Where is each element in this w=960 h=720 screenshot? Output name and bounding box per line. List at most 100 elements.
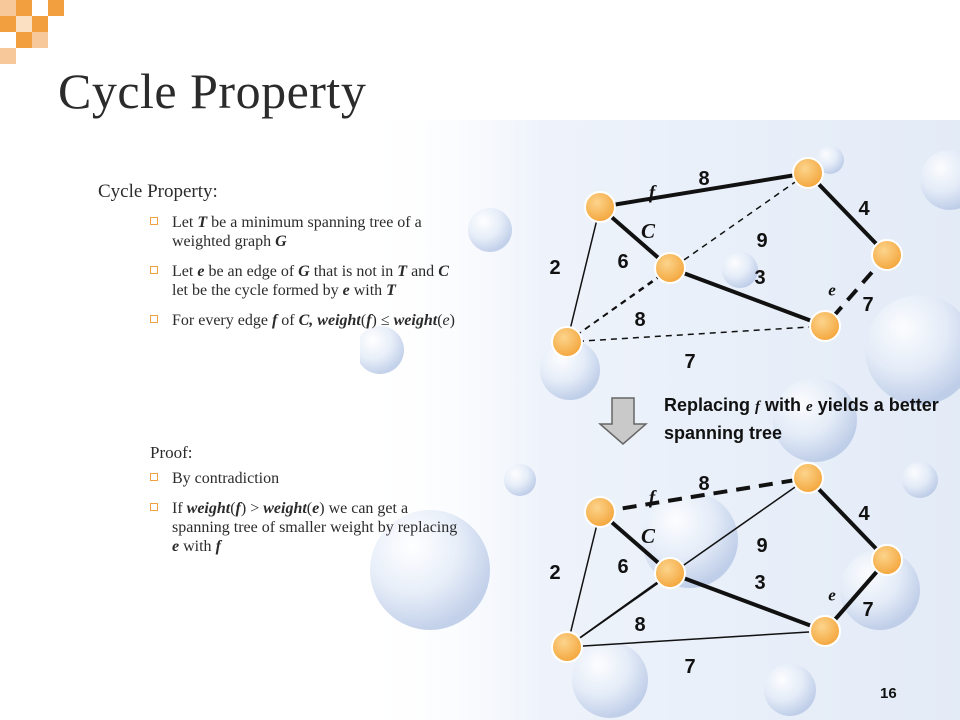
bullet-text-run: e xyxy=(342,282,350,299)
bullet-text-run: C, xyxy=(298,312,314,329)
graph-node xyxy=(792,462,824,494)
edge-label-f: f xyxy=(649,183,657,204)
bubble-background xyxy=(360,120,960,720)
bullet-square-icon xyxy=(150,266,158,274)
edge-label-f: f xyxy=(649,488,657,509)
bullet-text-run: G xyxy=(275,233,287,250)
decor-square xyxy=(0,0,16,16)
bullet-text-run: with xyxy=(179,538,216,555)
caption-part1: Replacing xyxy=(664,395,756,415)
bullet-text-run: G xyxy=(298,263,310,280)
bullet-text-run: e xyxy=(312,500,320,517)
bullet-square-icon xyxy=(150,315,158,323)
decor-square xyxy=(16,16,32,32)
proof-bullet: If weight(f) > weight(e) we can get a sp… xyxy=(150,499,460,556)
bullet-text-run: ( xyxy=(437,312,443,329)
bullet-text-run: ) we can get a spanning tree of smaller … xyxy=(172,500,458,536)
graph-edge xyxy=(566,206,601,343)
slide-title: Cycle Property xyxy=(58,63,367,119)
decor-square xyxy=(48,0,64,16)
edge-label-C: C xyxy=(641,219,656,243)
bullet-text-run: T xyxy=(386,282,396,299)
proof-bullet: By contradiction xyxy=(150,469,460,488)
bullet-text-run: e xyxy=(172,538,180,555)
bullet-text-run: be a minimum spanning tree of a weighted… xyxy=(172,214,422,250)
edge-weight-label: 7 xyxy=(684,351,695,373)
bullet-text-run: For every edge xyxy=(172,312,272,329)
caption-f: f xyxy=(755,399,761,415)
graph-node xyxy=(654,557,686,589)
caption-e: e xyxy=(806,399,813,415)
cycle-property-bullet: Let T be a minimum spanning tree of a we… xyxy=(150,213,455,251)
graph-node xyxy=(871,544,903,576)
graph-edge xyxy=(566,630,826,648)
decor-square xyxy=(32,32,48,48)
decor-square xyxy=(0,16,16,32)
bullet-text-run: e xyxy=(197,263,205,280)
bullet-text-run: f xyxy=(215,538,221,555)
cycle-property-bullets: Let T be a minimum spanning tree of a we… xyxy=(150,213,455,341)
graph-edge xyxy=(806,171,889,257)
bullet-text-run: ) > xyxy=(240,500,264,517)
bullet-text-run: By contradiction xyxy=(172,470,280,487)
edge-weight-label: 2 xyxy=(549,562,560,584)
edge-label-e: e xyxy=(828,586,836,605)
graph-edge xyxy=(566,511,601,648)
decor-square xyxy=(0,48,16,64)
graph-edge xyxy=(669,266,826,328)
graph-node xyxy=(809,310,841,342)
bullet-text-run: Let xyxy=(172,263,198,280)
bullet-text-run: weight xyxy=(186,500,231,517)
bullet-text-run: weight xyxy=(263,500,307,517)
decor-square xyxy=(16,32,32,48)
edge-weight-label: 8 xyxy=(698,168,709,190)
graph-node xyxy=(551,326,583,358)
cycle-property-bullet: Let e be an edge of G that is not in T a… xyxy=(150,262,455,300)
bullet-text-run: T xyxy=(397,263,408,280)
graph-edge xyxy=(599,476,809,514)
bullet-text-run: e xyxy=(442,312,450,329)
graph-node xyxy=(871,239,903,271)
bullet-text-run: f xyxy=(235,500,241,517)
bullet-text-run: and xyxy=(407,263,439,280)
graph-edge xyxy=(566,572,671,648)
graph-node xyxy=(792,157,824,189)
bullet-square-icon xyxy=(150,503,158,511)
edge-weight-label: 3 xyxy=(754,572,765,594)
bullet-text-run: with xyxy=(349,282,387,299)
graph-edge xyxy=(566,325,826,343)
bullet-text-run: ( xyxy=(306,500,313,517)
bullet-text-run: C xyxy=(438,263,449,280)
graph-edge xyxy=(806,476,889,562)
edge-label-e: e xyxy=(828,281,836,300)
graph-node xyxy=(654,252,686,284)
bullet-text-run: Let xyxy=(172,214,198,231)
graph-node xyxy=(551,631,583,663)
graph-edge xyxy=(599,171,809,209)
bullet-text-run: be an edge of xyxy=(204,263,299,280)
bullet-text-run: If xyxy=(172,500,187,517)
caption-part2: with xyxy=(760,395,807,415)
proof-heading: Proof: xyxy=(150,443,193,462)
edge-weight-label: 7 xyxy=(862,294,873,316)
edge-weight-label: 6 xyxy=(617,251,628,273)
bullet-text-run: of xyxy=(277,312,299,329)
bullet-text-run: T xyxy=(197,214,208,231)
bullet-text-run: ( xyxy=(360,312,367,329)
decor-square xyxy=(16,0,32,16)
edge-weight-label: 4 xyxy=(858,503,870,525)
edge-weight-label: 2 xyxy=(549,257,560,279)
decor-square xyxy=(32,16,48,32)
bullet-text-run: f xyxy=(366,312,372,329)
edge-weight-label: 6 xyxy=(617,556,628,578)
caption-part3: yields a better spanning tree xyxy=(664,395,939,443)
graph-node xyxy=(584,496,616,528)
bullet-text-run: weight xyxy=(393,312,438,329)
edge-weight-label: 9 xyxy=(756,230,767,252)
edge-weight-label: 7 xyxy=(684,656,695,678)
graph-edge xyxy=(669,571,826,633)
bullet-text-run: f xyxy=(271,312,278,329)
